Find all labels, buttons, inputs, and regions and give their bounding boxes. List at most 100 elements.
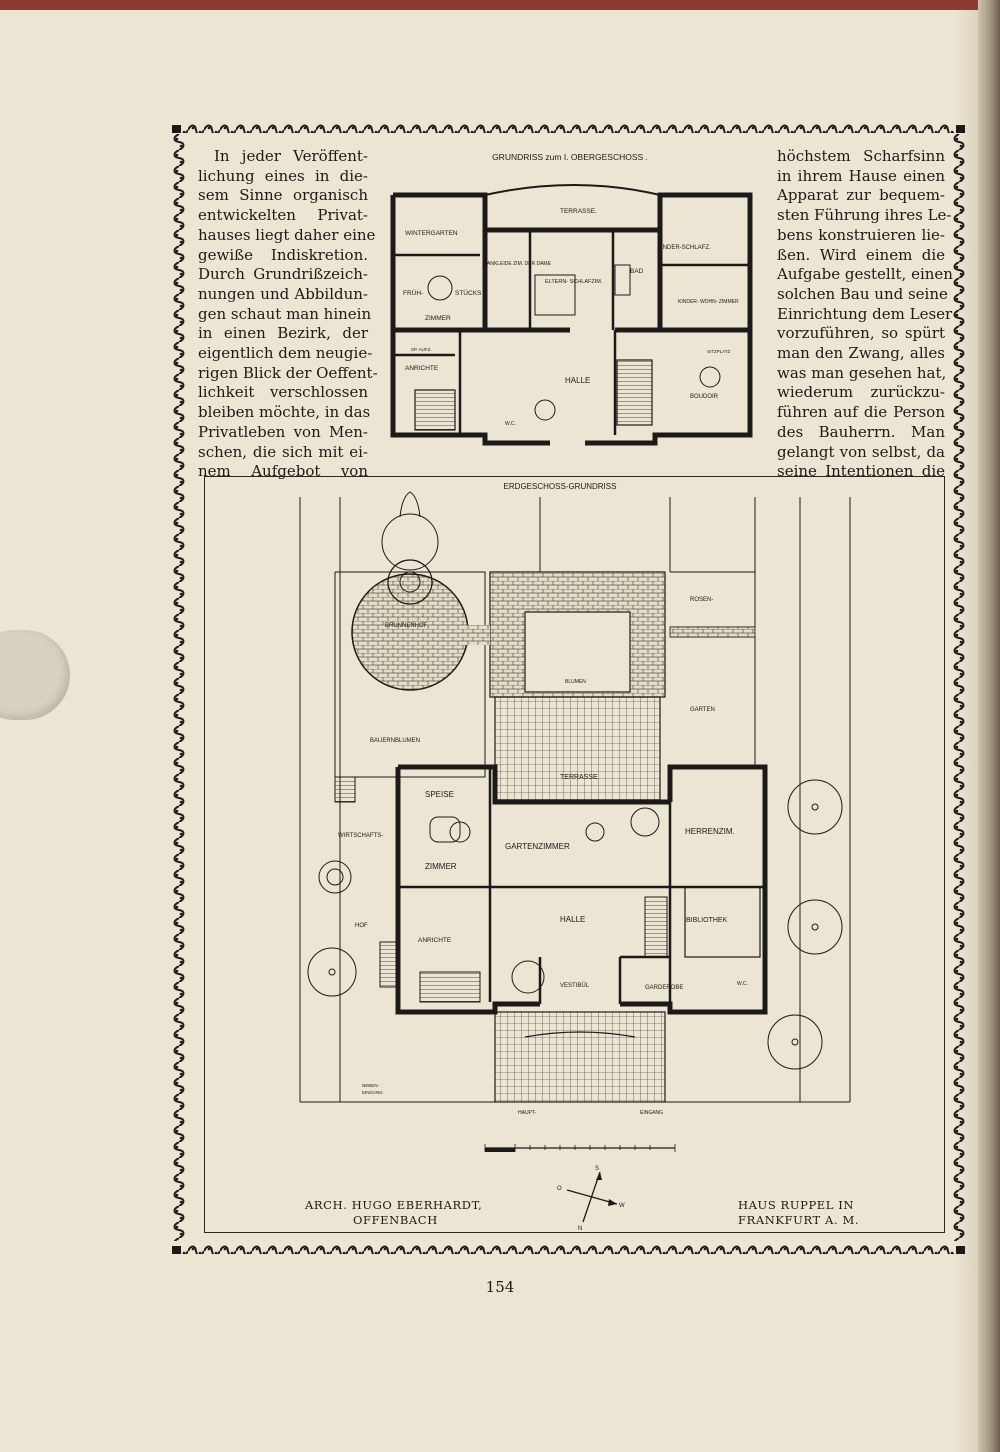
compass-s: S (595, 1166, 599, 1172)
room-label: GARDEROBE (645, 985, 683, 991)
caption-house: HAUS RUPPEL IN FRANKFURT A. M. (738, 1198, 859, 1228)
caption-line: OFFENBACH (353, 1213, 438, 1227)
text-line: nungen und Abbildun- (198, 284, 368, 303)
page-number: 154 (485, 1278, 515, 1296)
ground-plan-frame (204, 476, 945, 1233)
text-line: gen schaut man hinein (198, 304, 372, 323)
scale-bar (484, 1144, 676, 1152)
room-label: KINDER-SCHLAFZ. (657, 245, 711, 251)
ornament-border-right (953, 134, 965, 1241)
room-label: STÜCKS (455, 289, 482, 297)
text-line: lichung eines in die- (198, 166, 368, 185)
room-label: W.C. (737, 981, 748, 987)
room-label: W.C. (505, 421, 516, 427)
room-label: HAUPT- (518, 1110, 537, 1116)
room-label: BRUNNENHOF (385, 623, 428, 629)
room-label: ANRICHTE (418, 937, 452, 944)
text-line: seine Intentionen die (777, 462, 945, 481)
room-label: SP. AUFZ. (411, 347, 432, 352)
brunnenhof-circle (351, 573, 469, 691)
caption-line: FRANKFURT A. M. (738, 1213, 860, 1227)
text-line: sem Sinne organisch (198, 186, 368, 205)
upper-floor-plan: GRUNDRISS zum I. OBERGESCHOSS . TERRASSE… (390, 152, 753, 446)
compass-w: W (619, 1203, 625, 1209)
text-line: in ihrem Hause einen (777, 166, 945, 185)
room-label: BLUMEN (565, 679, 586, 685)
book-fore-edge (978, 0, 1000, 1452)
text-line: gewiße Indiskretion. (198, 245, 368, 264)
room-label: VESTIBÜL (560, 982, 590, 989)
room-label: SITZPLATZ (707, 349, 731, 354)
ornament-border-left (173, 134, 185, 1241)
text-line: solchen Bau und seine (777, 284, 948, 303)
room-label: HOF (355, 923, 368, 929)
room-label: KINDER- WOHN- ZIMMER (678, 299, 739, 305)
room-label: TERRASSE. (560, 208, 597, 215)
room-label: BOUDOIR (690, 394, 719, 400)
text-line: lichkeit verschlossen (198, 383, 368, 402)
text-line: höchstem Scharfsinn (777, 147, 945, 165)
room-label: ANKLEIDE ZIM. DER DAME (487, 261, 552, 267)
room-label: EINGANG (362, 1090, 383, 1095)
text-line: des Bauherrn. Man (777, 422, 945, 441)
garden-trees (307, 779, 843, 1070)
ground-plan-title: ERDGESCHOSS-GRUNDRISS (504, 482, 617, 491)
room-label: EINGANG (640, 1110, 663, 1116)
text-line: führen auf die Person (777, 403, 945, 422)
text-line: Apparat zur bequem- (777, 186, 945, 205)
text-line: Aufgabe gestellt, einen (777, 265, 953, 284)
text-line: wiederum zurückzu- (777, 383, 945, 402)
upper-plan-title: GRUNDRISS zum I. OBERGESCHOSS . (492, 152, 648, 162)
text-line: vorzuführen, so spürt (777, 324, 945, 343)
room-label: HALLE (565, 376, 590, 385)
text-line: in einen Bezirk, der (198, 324, 368, 343)
ornament-border-top (172, 121, 965, 133)
room-label: GARTEN (690, 707, 715, 713)
text-line: bleiben möchte, in das (198, 403, 371, 422)
text-line: sten Führung ihres Le- (777, 206, 952, 225)
text-line: nem Aufgebot von (198, 462, 368, 481)
room-label: FRÜH- (403, 289, 423, 297)
room-label: BAUERNBLUMEN (370, 738, 420, 744)
terrace-grid (494, 696, 661, 803)
room-label: HALLE (560, 915, 585, 924)
compass-o: O (557, 1186, 562, 1192)
caption-architect: ARCH. HUGO EBERHARDT, OFFENBACH (305, 1198, 482, 1228)
text-line: Privatleben von Men- (198, 422, 368, 441)
room-label: SPEISE (425, 790, 454, 799)
room-label: HERRENZIM. (685, 827, 735, 836)
ground-floor-plan: ERDGESCHOSS-GRUNDRISS (299, 482, 851, 1116)
text-line: schen, die sich mit ei- (198, 442, 368, 461)
room-label: ANRICHTE (405, 365, 439, 372)
ornament-border-bottom (172, 1242, 965, 1254)
room-label: BIBLIOTHEK (686, 917, 728, 924)
text-line: gelangt von selbst, da (777, 442, 945, 461)
text-line: hauses liegt daher eine (198, 225, 376, 244)
compass-n: N (578, 1226, 582, 1232)
room-label: WINTERGARTEN (405, 230, 458, 237)
text-line: entwickelten Privat- (198, 206, 368, 225)
room-label: GARTENZIMMER (505, 842, 570, 851)
text-line: was man gesehen hat, (777, 363, 947, 382)
room-label: ROSEN- (690, 597, 713, 603)
thumb-index-notch (0, 630, 70, 720)
book-cover-edge (0, 0, 1000, 10)
text-column-right: höchstem Scharfsinn in ihrem Hause einen… (777, 147, 953, 482)
text-column-left: In jeder Veröffent- lichung eines in die… (198, 147, 378, 482)
room-label: TERRASSE (560, 774, 598, 781)
compass-rose: S O W N (557, 1166, 625, 1232)
text-line: In jeder Veröffent- (214, 147, 368, 165)
caption-line: ARCH. HUGO EBERHARDT, (305, 1198, 483, 1212)
text-line: bens konstruieren lie- (777, 225, 945, 244)
text-line: ßen. Wird einem die (777, 245, 945, 264)
text-line: Durch Grundrißzeich- (198, 265, 368, 284)
text-line: Einrichtung dem Leser (777, 304, 953, 323)
room-label: ZIMMER (425, 315, 451, 322)
room-label: WIRTSCHAFTS- (338, 833, 383, 839)
text-line: rigen Blick der Oeffent- (198, 363, 378, 382)
text-line: eigentlich dem neugie- (198, 344, 373, 363)
text-line: man den Zwang, alles (777, 344, 945, 363)
caption-line: HAUS RUPPEL IN (738, 1198, 855, 1212)
room-label: ZIMMER (425, 862, 457, 871)
room-label: ELTERN- SCHLAFZIM. (545, 279, 603, 285)
